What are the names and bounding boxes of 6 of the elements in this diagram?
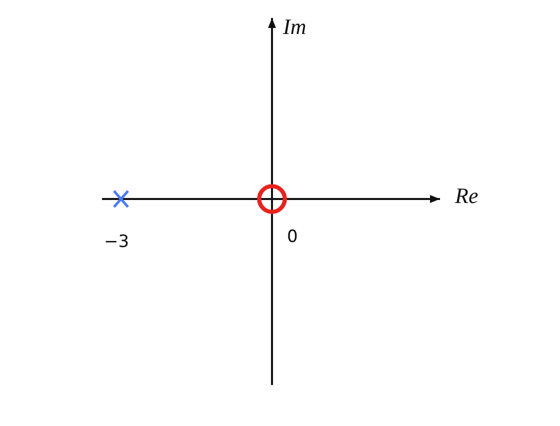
cross-icon <box>112 190 130 208</box>
ring-icon <box>257 184 287 214</box>
axis-label: Im <box>283 16 306 38</box>
axis-label: Re <box>455 185 478 207</box>
tick-label: −3 <box>104 234 130 251</box>
tick-label: 0 <box>287 229 298 246</box>
